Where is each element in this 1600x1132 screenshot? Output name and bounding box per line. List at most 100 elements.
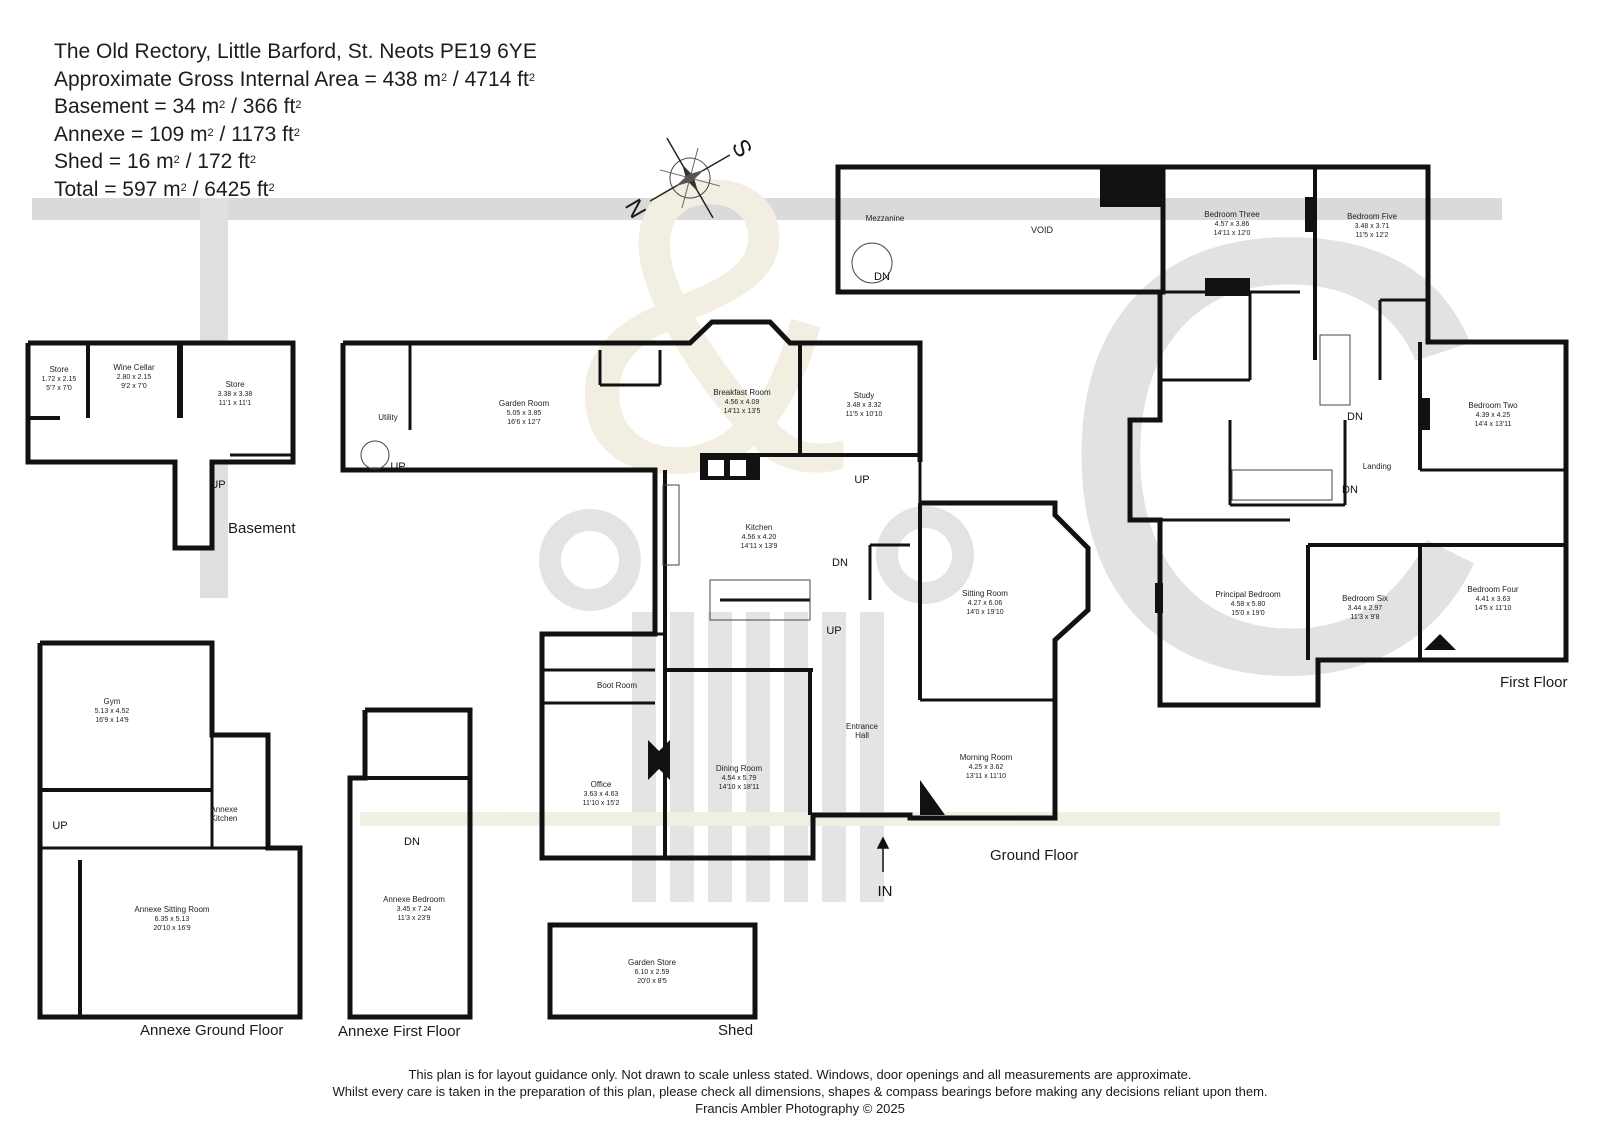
room-store-small-name: Store: [49, 365, 69, 374]
room-bedroom-six-dim2: 11'3 x 9'8: [1350, 614, 1379, 621]
annexe-stair-up: UP: [52, 820, 67, 832]
mezzanine-stair-dn: DN: [874, 271, 890, 283]
room-sitting-room-dim1: 4.27 x 6.06: [968, 600, 1003, 607]
total-area-line: Total = 597 m2 / 6425 ft2: [54, 177, 275, 201]
room-bedroom-three-name: Bedroom Three: [1204, 210, 1260, 219]
room-bedroom-three-dim1: 4.57 x 3.86: [1215, 221, 1250, 228]
floor-label-first: First Floor: [1500, 674, 1568, 691]
room-store-small-dim1: 1.72 x 2.15: [42, 376, 77, 383]
room-dining-room-dim1: 4.54 x 5.79: [722, 775, 757, 782]
study-stair-up: UP: [854, 474, 869, 486]
property-address: The Old Rectory, Little Barford, St. Neo…: [54, 40, 537, 63]
room-wine-cellar-dim2: 9'2 x 7'0: [121, 383, 147, 390]
floor-label-shed: Shed: [718, 1022, 754, 1039]
kitchen-stair-dn: DN: [832, 557, 848, 569]
room-principal-bedroom-dim2: 15'0 x 19'0: [1231, 610, 1265, 617]
room-sitting-room-name: Sitting Room: [962, 589, 1008, 598]
room-morning-room-name: Morning Room: [960, 753, 1013, 762]
room-bedroom-five-dim2: 11'5 x 12'2: [1356, 232, 1389, 239]
room-utility-name: Utility: [378, 413, 398, 422]
footer-disclaimer-1: This plan is for layout guidance only. N…: [408, 1067, 1192, 1082]
ground-floor-features: [360, 440, 945, 815]
first-floor-features: [851, 167, 1456, 650]
room-store-large-name: Store: [225, 380, 245, 389]
room-morning-room-dim1: 4.25 x 3.62: [969, 764, 1004, 771]
room-annexe-bedroom-dim2: 11'3 x 23'9: [398, 915, 431, 922]
room-morning-room-dim2: 13'11 x 11'10: [966, 773, 1006, 780]
room-gym-dim2: 16'9 x 14'9: [95, 717, 129, 724]
ground-floor-labels: Utility Garden Room 5.05 x 3.85 16'6 x 1…: [378, 388, 1012, 900]
landing-stair-dn-1: DN: [1347, 411, 1363, 423]
room-dining-room-dim2: 14'10 x 18'11: [719, 784, 760, 791]
room-study-dim2: 11'5 x 10'10: [846, 411, 883, 418]
footer-copyright: Francis Ambler Photography © 2025: [695, 1101, 905, 1116]
room-office-dim1: 3.63 x 4.63: [584, 791, 619, 798]
room-bedroom-two-name: Bedroom Two: [1468, 401, 1518, 410]
room-garden-store-dim2: 20'0 x 8'5: [637, 978, 667, 985]
room-dining-room-name: Dining Room: [716, 764, 763, 773]
room-garden-room-dim2: 16'6 x 12'7: [507, 419, 541, 426]
room-bedroom-four-dim1: 4.41 x 3.63: [1476, 596, 1511, 603]
room-bedroom-six-dim1: 3.44 x 2.97: [1348, 605, 1383, 612]
room-annexe-sitting-room-dim2: 20'10 x 16'9: [153, 925, 190, 932]
entrance-arrow: [876, 836, 890, 872]
first-floor-labels: Mezzanine VOID Bedroom Three 4.57 x 3.86…: [866, 210, 1519, 621]
room-study-name: Study: [854, 391, 874, 400]
room-boot-room-name: Boot Room: [597, 681, 637, 690]
room-kitchen-dim2: 14'11 x 13'9: [741, 543, 778, 550]
gross-area-line: Approximate Gross Internal Area = 438 m2…: [54, 67, 535, 91]
watermark-c: C: [1050, 110, 1498, 802]
room-breakfast-room-dim1: 4.56 x 4.09: [725, 399, 760, 406]
annexe-ground-floor-plan: [37, 640, 303, 1020]
room-bedroom-five-name: Bedroom Five: [1347, 212, 1397, 221]
room-gym-dim1: 5.13 x 4.52: [95, 708, 130, 715]
room-kitchen-dim1: 4.56 x 4.20: [742, 534, 777, 541]
room-bedroom-two-dim1: 4.39 x 4.25: [1476, 412, 1511, 419]
room-garden-room-dim1: 5.05 x 3.85: [507, 410, 542, 417]
room-breakfast-room-name: Breakfast Room: [713, 388, 771, 397]
room-bedroom-six-name: Bedroom Six: [1342, 594, 1388, 603]
floor-label-basement: Basement: [228, 520, 296, 537]
room-annexe-kitchen-name2: Kitchen: [211, 814, 238, 823]
annexe-area-line: Annexe = 109 m2 / 1173 ft2: [54, 122, 300, 146]
room-annexe-kitchen-name1: Annexe: [210, 805, 238, 814]
room-kitchen-name: Kitchen: [746, 523, 773, 532]
annexe-ground-labels: Gym 5.13 x 4.52 16'9 x 14'9 Annexe Kitch…: [52, 697, 238, 932]
annexe-stair-dn: DN: [404, 836, 420, 848]
watermark-logo: C &: [32, 91, 1502, 902]
room-principal-bedroom-name: Principal Bedroom: [1215, 590, 1281, 599]
room-breakfast-room-dim2: 14'11 x 13'5: [724, 408, 761, 415]
ground-floor-plan: [340, 319, 1091, 861]
room-store-large-dim1: 3.38 x 3.38: [218, 391, 253, 398]
room-annexe-sitting-room-dim1: 6.35 x 5.13: [155, 916, 190, 923]
room-annexe-sitting-room-name: Annexe Sitting Room: [134, 905, 209, 914]
hall-stair-up: UP: [826, 625, 841, 637]
room-annexe-bedroom-dim1: 3.45 x 7.24: [397, 906, 432, 913]
compass-rose: N S: [620, 135, 757, 223]
shed-plan: [547, 922, 758, 1020]
utility-stair-up: UP: [390, 461, 405, 473]
basement-area-line: Basement = 34 m2 / 366 ft2: [54, 95, 302, 118]
floor-label-annexe-ground: Annexe Ground Floor: [140, 1022, 284, 1039]
room-office-dim2: 11'10 x 15'2: [583, 800, 620, 807]
room-garden-store-name: Garden Store: [628, 958, 677, 967]
room-wine-cellar-dim1: 2.80 x 2.15: [117, 374, 152, 381]
room-office-name: Office: [591, 780, 612, 789]
room-gym-name: Gym: [104, 697, 121, 706]
room-annexe-bedroom-name: Annexe Bedroom: [383, 895, 445, 904]
room-garden-store-dim1: 6.10 x 2.59: [635, 969, 670, 976]
shed-area-line: Shed = 16 m2 / 172 ft2: [54, 150, 256, 173]
floor-label-ground: Ground Floor: [990, 847, 1079, 864]
room-bedroom-two-dim2: 14'4 x 13'11: [1475, 421, 1512, 428]
room-store-large-dim2: 11'1 x 11'1: [219, 400, 251, 407]
floor-label-annexe-first: Annexe First Floor: [338, 1023, 461, 1040]
room-void-name: VOID: [1031, 225, 1054, 235]
room-store-small-dim2: 5'7 x 7'0: [46, 385, 72, 392]
annexe-first-floor-plan: [347, 707, 473, 1020]
room-bedroom-three-dim2: 14'11 x 12'0: [1214, 230, 1251, 237]
basement-stair-up: UP: [210, 479, 225, 491]
room-entrance-hall-name2: Hall: [855, 731, 869, 740]
landing-stair-dn-2: DN: [1342, 484, 1358, 496]
room-entrance-hall-name1: Entrance: [846, 722, 879, 731]
